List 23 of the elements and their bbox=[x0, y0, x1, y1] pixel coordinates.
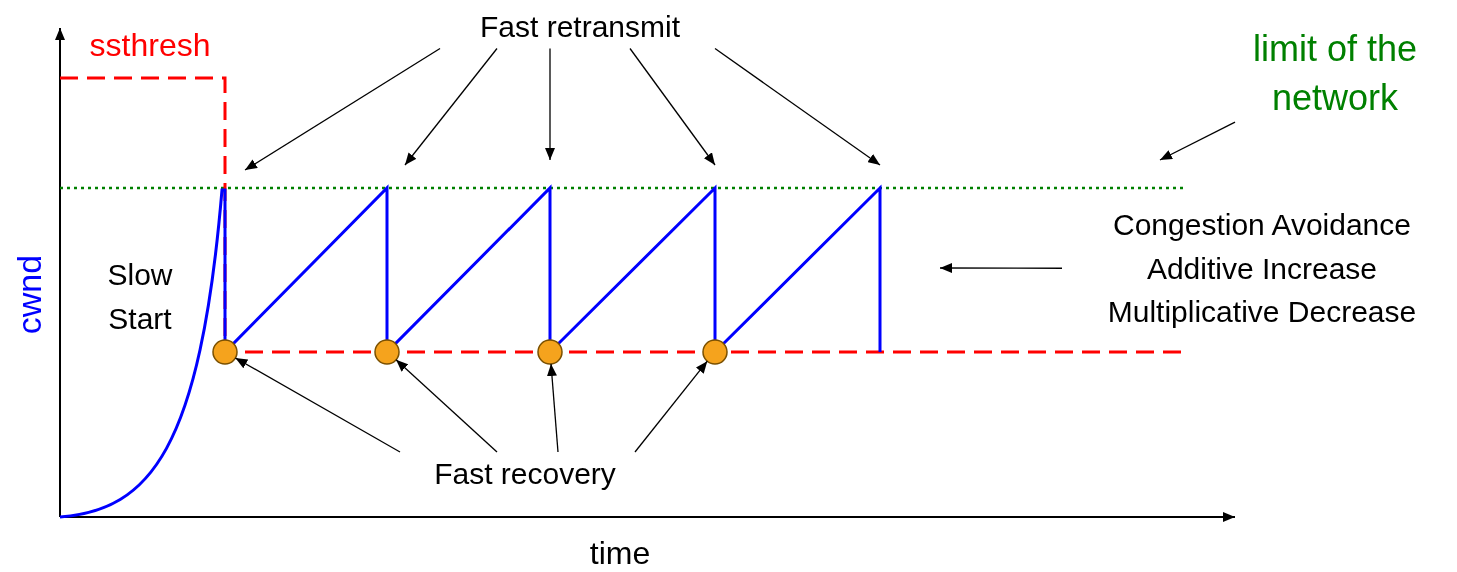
leader-line bbox=[404, 47, 498, 166]
leader-line bbox=[545, 47, 555, 161]
leader-line bbox=[234, 357, 401, 453]
recovery-point bbox=[374, 339, 400, 365]
annotation-text: Fast retransmit bbox=[440, 5, 720, 49]
threshold-label: ssthresh bbox=[88, 26, 212, 65]
annotation-text: Congestion Avoidance Additive Increase Multiplicative Decrease bbox=[1062, 203, 1457, 334]
leader-line bbox=[634, 360, 708, 453]
annotation-text: limit of the network bbox=[1220, 25, 1450, 123]
leader-line bbox=[244, 47, 441, 171]
leader-line bbox=[629, 47, 716, 166]
axis-title: time bbox=[588, 534, 652, 572]
leader-line bbox=[1159, 121, 1236, 161]
leader-line bbox=[714, 47, 881, 166]
phase-label: Slow Start bbox=[106, 257, 174, 337]
recovery-point bbox=[212, 339, 238, 365]
leader-line bbox=[546, 363, 559, 453]
axis-title: cwnd bbox=[9, 253, 50, 337]
recovery-point bbox=[537, 339, 563, 365]
leader-line bbox=[939, 263, 1063, 273]
recovery-point bbox=[702, 339, 728, 365]
annotation-text: Fast recovery bbox=[400, 452, 650, 496]
leader-line bbox=[395, 359, 498, 453]
